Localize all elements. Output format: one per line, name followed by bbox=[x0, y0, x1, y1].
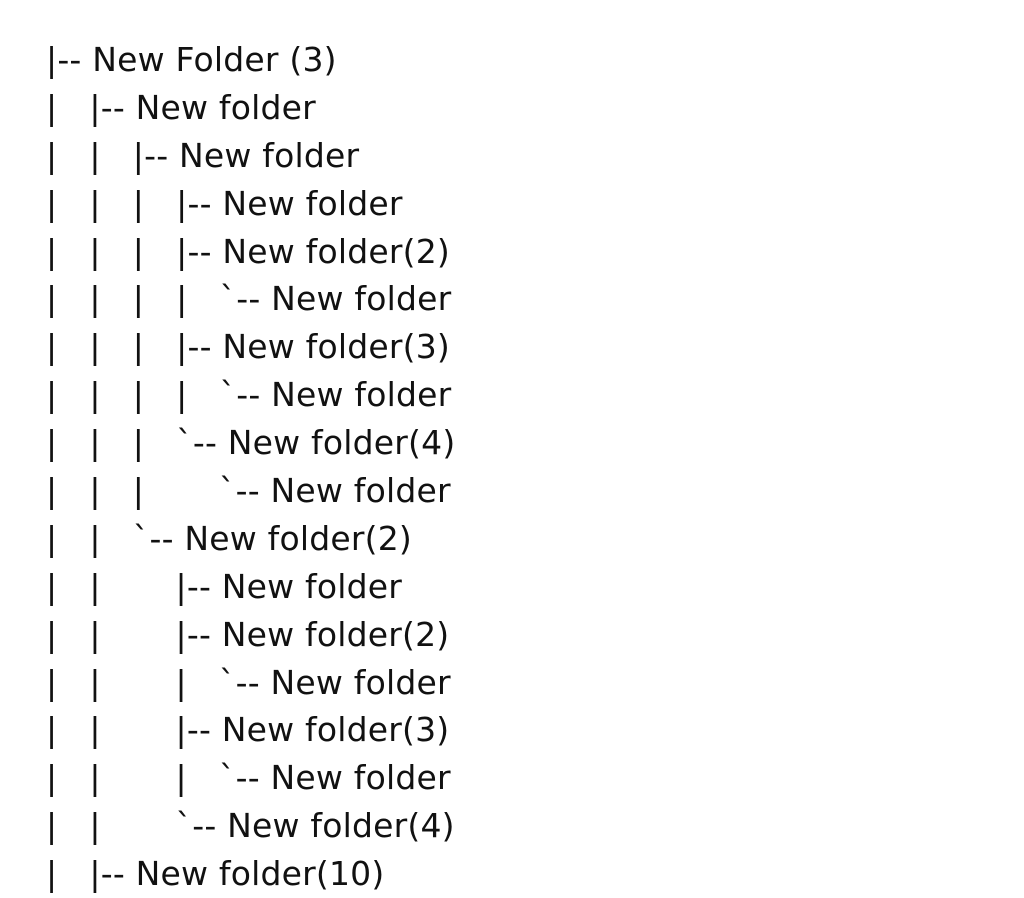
folder-name: New folder(4) bbox=[227, 423, 456, 463]
tree-guide: | | `-- bbox=[46, 518, 185, 558]
tree-guide: | | |-- bbox=[46, 135, 179, 175]
tree-guide: | | `-- bbox=[46, 806, 228, 846]
tree-guide: | | | `-- bbox=[46, 662, 271, 702]
tree-guide: | | | `-- bbox=[46, 758, 271, 798]
tree-row[interactable]: | | |-- New folder bbox=[46, 563, 455, 611]
tree-guide: | |-- bbox=[46, 854, 136, 894]
tree-guide: | |-- bbox=[46, 87, 136, 127]
folder-name: New folder bbox=[271, 279, 452, 319]
folder-name: New folder bbox=[270, 471, 451, 511]
tree-guide: | | | `-- bbox=[46, 471, 271, 511]
tree-row[interactable]: | | |-- New folder bbox=[46, 132, 455, 180]
tree-guide: | | |-- bbox=[46, 710, 222, 750]
folder-tree: |-- New Folder (3) | |-- New folder | | … bbox=[46, 36, 455, 898]
tree-guide: | | |-- bbox=[46, 614, 222, 654]
folder-name: New folder bbox=[270, 662, 451, 702]
folder-name: New folder bbox=[222, 183, 403, 223]
folder-name: New Folder (3) bbox=[92, 40, 337, 79]
tree-row[interactable]: | | |-- New folder(3) bbox=[46, 706, 455, 754]
tree-guide: | | |-- bbox=[46, 566, 222, 606]
tree-row[interactable]: | | | |-- New folder(3) bbox=[46, 323, 455, 371]
folder-name: New folder bbox=[221, 566, 403, 606]
tree-row[interactable]: | | `-- New folder(4) bbox=[46, 802, 455, 850]
folder-name: New folder bbox=[270, 758, 451, 798]
tree-row[interactable]: | | |-- New folder(2) bbox=[46, 611, 455, 659]
tree-row[interactable]: | | | `-- New folder(4) bbox=[46, 419, 455, 467]
tree-guide: |-- bbox=[46, 40, 93, 79]
tree-row[interactable]: | |-- New folder(10) bbox=[46, 850, 455, 898]
tree-guide: | | | |-- bbox=[46, 327, 223, 367]
folder-name: New folder(2) bbox=[184, 518, 412, 558]
tree-guide: | | | | `-- bbox=[46, 375, 272, 415]
folder-name: New folder(10) bbox=[135, 854, 385, 894]
tree-row[interactable]: | | | `-- New folder bbox=[46, 467, 455, 515]
tree-row[interactable]: | | | |-- New folder(2) bbox=[46, 228, 455, 276]
folder-name: New folder(3) bbox=[221, 710, 450, 750]
tree-row[interactable]: | | | |-- New folder bbox=[46, 180, 455, 228]
tree-guide: | | | |-- bbox=[46, 231, 223, 271]
folder-name: New folder bbox=[135, 87, 316, 127]
folder-name: New folder bbox=[179, 135, 360, 175]
folder-name: New folder(3) bbox=[222, 327, 450, 367]
tree-row[interactable]: |-- New Folder (3) bbox=[46, 36, 455, 84]
tree-guide: | | | | `-- bbox=[46, 279, 272, 319]
tree-row[interactable]: | | `-- New folder(2) bbox=[46, 515, 455, 563]
folder-name: New folder(2) bbox=[221, 614, 450, 654]
folder-name: New folder(2) bbox=[222, 231, 450, 271]
folder-name: New folder(4) bbox=[227, 806, 455, 846]
tree-row[interactable]: | | | `-- New folder bbox=[46, 659, 455, 707]
tree-row[interactable]: | | | `-- New folder bbox=[46, 754, 455, 802]
tree-guide: | | | `-- bbox=[46, 423, 228, 463]
tree-guide: | | | |-- bbox=[46, 183, 223, 223]
tree-row[interactable]: | | | | `-- New folder bbox=[46, 275, 455, 323]
tree-row[interactable]: | | | | `-- New folder bbox=[46, 371, 455, 419]
folder-name: New folder bbox=[271, 375, 452, 415]
tree-row[interactable]: | |-- New folder bbox=[46, 84, 455, 132]
